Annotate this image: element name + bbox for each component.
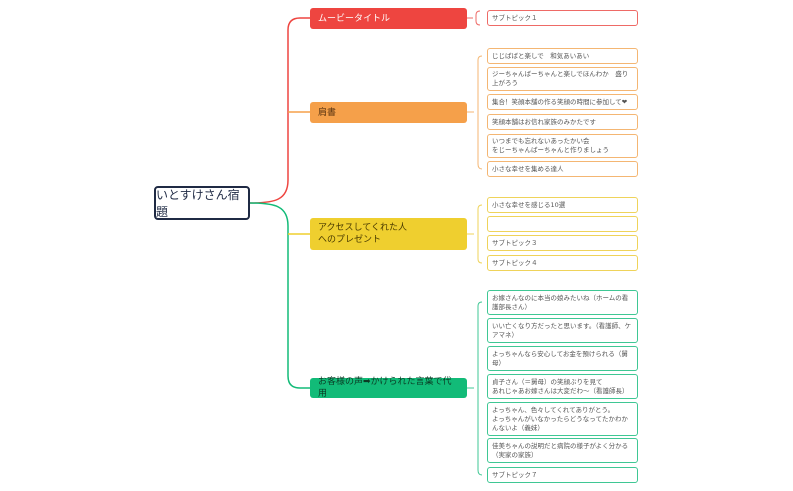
subtopic-node-empty[interactable] [487, 216, 638, 232]
topic-movie-title[interactable]: ムービータイトル [310, 8, 467, 29]
subtopic-label: 小さな幸せを感じる10選 [492, 200, 566, 209]
subtopic-label: サブトピック３ [492, 238, 538, 247]
subtopic-label: 佳美ちゃんの説明だと病院の様子がよく分かる（実家の家族） [492, 441, 629, 459]
subtopic-label: いつまでも忘れないあったかい会 をじーちゃんばーちゃんと作りましょう [492, 137, 609, 154]
subtopic-label: サブトピック７ [492, 470, 538, 479]
topic-label: ムービータイトル [318, 13, 391, 24]
subtopic-label: 集合！笑顔本舗の作る笑顔の時間に参加して❤ [492, 97, 628, 106]
subtopic-node[interactable]: お嫁さんなのに本当の娘みたいね（ホームの看護部長さん） [487, 290, 638, 315]
topic-label: お客様の声➡かけられた言葉で代用 [318, 377, 452, 399]
subtopic-node[interactable]: サブトピック４ [487, 255, 638, 271]
subtopic-label: サブトピック４ [492, 258, 538, 267]
subtopic-node[interactable]: じじばばと楽しで 和気あいあい [487, 48, 638, 64]
subtopic-label: いい亡くなり方だったと思います。（看護師、ケアマネ） [492, 321, 632, 339]
subtopic-label: ジーちゃんばーちゃんと楽しでほんわか 盛り上がろう [492, 70, 629, 87]
subtopic-label: サブトピック１ [492, 13, 538, 22]
subtopic-node[interactable]: サブトピック７ [487, 467, 638, 483]
subtopic-node[interactable]: 集合！笑顔本舗の作る笑顔の時間に参加して❤ [487, 94, 638, 110]
topic-label: 肩書 [318, 107, 337, 118]
subtopic-node[interactable]: よっちゃんなら安心してお金を預けられる（舅母） [487, 346, 638, 371]
subtopic-node[interactable]: 笑顔本舗はお信れ家族のみかたです [487, 114, 638, 130]
subtopic-node[interactable]: ジーちゃんばーちゃんと楽しでほんわか 盛り上がろう [487, 67, 638, 91]
topic-label: アクセスしてくれた人 へのプレゼント [318, 223, 408, 245]
subtopic-label: お嫁さんなのに本当の娘みたいね（ホームの看護部長さん） [492, 293, 629, 311]
subtopic-node[interactable]: サブトピック３ [487, 235, 638, 251]
subtopic-node[interactable]: よっちゃん、色々してくれてありがとう。 よっちゃんがいなかったらどうなってたかわ… [487, 402, 638, 436]
topic-present[interactable]: アクセスしてくれた人 へのプレゼント [310, 218, 467, 250]
topic-title-tagline[interactable]: 肩書 [310, 102, 467, 123]
subtopic-node[interactable]: いい亡くなり方だったと思います。（看護師、ケアマネ） [487, 318, 638, 343]
subtopic-node[interactable]: 小さな幸せを感じる10選 [487, 197, 638, 213]
subtopic-label: じじばばと楽しで 和気あいあい [492, 51, 590, 60]
subtopic-node[interactable]: 貞子さん（＝舅母）の笑顔ぶりを見て あれじゃあお嫁さんは大変だわ～（看護師長） [487, 374, 638, 399]
topic-customer-voice[interactable]: お客様の声➡かけられた言葉で代用 [310, 377, 467, 399]
subtopic-node[interactable]: 小さな幸せを集める達人 [487, 161, 638, 177]
subtopic-node[interactable]: いつまでも忘れないあったかい会 をじーちゃんばーちゃんと作りましょう [487, 134, 638, 158]
root-topic[interactable]: いとすけさん宿題 [154, 186, 250, 220]
subtopic-label: 小さな幸せを集める達人 [492, 164, 564, 173]
subtopic-label: 笑顔本舗はお信れ家族のみかたです [492, 117, 596, 126]
subtopic-node[interactable]: サブトピック１ [487, 10, 638, 26]
subtopic-node[interactable]: 佳美ちゃんの説明だと病院の様子がよく分かる（実家の家族） [487, 438, 638, 463]
subtopic-label: よっちゃんなら安心してお金を預けられる（舅母） [492, 349, 628, 367]
subtopic-label: 貞子さん（＝舅母）の笑顔ぶりを見て あれじゃあお嫁さんは大変だわ～（看護師長） [492, 377, 629, 395]
root-topic-label: いとすけさん宿題 [156, 188, 240, 219]
subtopic-label: よっちゃん、色々してくれてありがとう。 よっちゃんがいなかったらどうなってたかわ… [492, 405, 628, 432]
